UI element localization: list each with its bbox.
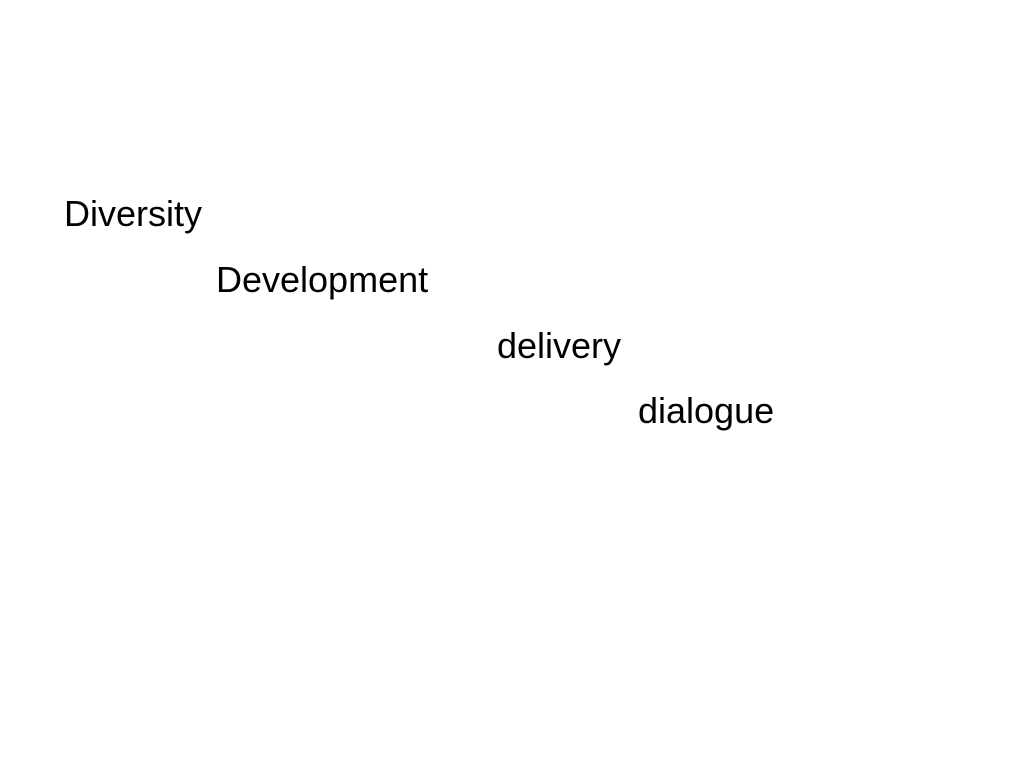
word-diversity: Diversity [64, 193, 203, 234]
word-delivery: delivery [497, 325, 622, 366]
word-development: Development [216, 259, 429, 300]
word-dialogue: dialogue [638, 390, 775, 431]
